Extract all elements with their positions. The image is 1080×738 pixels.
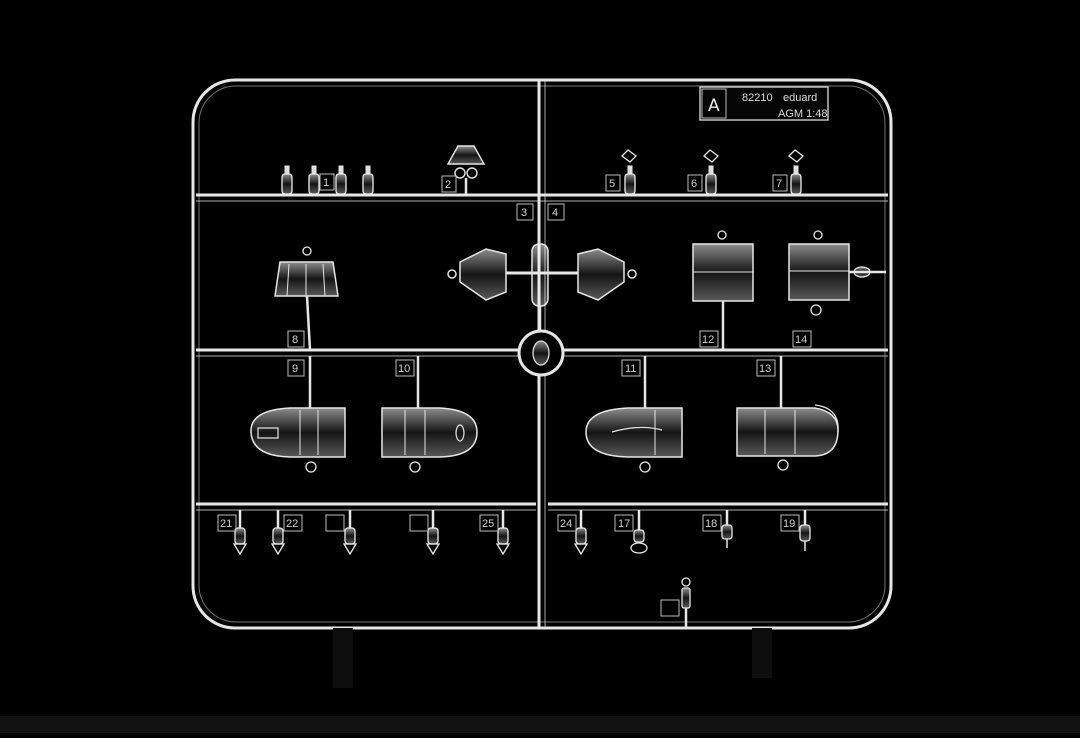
part-14-box bbox=[788, 230, 886, 316]
part-6 bbox=[703, 149, 719, 195]
sprue-letter: A bbox=[708, 96, 720, 116]
part-bottom-center bbox=[681, 577, 691, 628]
part-num-21: 21 bbox=[220, 518, 232, 530]
part-num-5: 5 bbox=[609, 178, 615, 190]
part-19 bbox=[799, 510, 811, 551]
part-10-canopy bbox=[381, 356, 478, 473]
part-number-texts: 1 2 3 4 5 6 7 8 9 10 11 12 13 14 17 18 1… bbox=[220, 177, 807, 530]
part-2-lamp bbox=[446, 145, 486, 195]
part-number-tags bbox=[217, 173, 812, 617]
part-num-11: 11 bbox=[625, 363, 636, 375]
part-8-canopy-shield bbox=[274, 246, 339, 351]
part-num-14: 14 bbox=[795, 334, 807, 346]
photo-stand-shadows bbox=[333, 628, 772, 688]
part-num-17: 17 bbox=[618, 518, 630, 530]
sprue-hub bbox=[517, 329, 565, 377]
part-num-24: 24 bbox=[560, 518, 572, 530]
part-11-canopy bbox=[585, 356, 683, 473]
scale-line: AGM 1:48 bbox=[778, 108, 828, 120]
part-num-19: 19 bbox=[783, 518, 795, 530]
part-num-13: 13 bbox=[759, 363, 771, 375]
part-num-12: 12 bbox=[702, 334, 714, 346]
parts-3-4-windscreens bbox=[447, 243, 637, 330]
bottom-strip bbox=[0, 716, 1080, 733]
part-num-9: 9 bbox=[292, 363, 298, 375]
part-num-22: 22 bbox=[286, 518, 298, 530]
part-num-18: 18 bbox=[705, 518, 717, 530]
middle-lower-parts bbox=[250, 356, 839, 473]
part-num-1: 1 bbox=[323, 177, 329, 189]
part-17 bbox=[630, 510, 648, 554]
part-num-7: 7 bbox=[776, 178, 782, 190]
part-13-canopy bbox=[736, 356, 839, 471]
part-9-canopy bbox=[250, 356, 346, 473]
part-num-6: 6 bbox=[691, 178, 697, 190]
part-num-2: 2 bbox=[445, 179, 451, 191]
part-num-3: 3 bbox=[521, 207, 527, 219]
brand-name: eduard bbox=[783, 92, 817, 104]
part-num-25: 25 bbox=[482, 518, 494, 530]
middle-upper-parts bbox=[274, 230, 886, 351]
sprue-label-plate: A 82210 eduard AGM 1:48 bbox=[699, 86, 829, 121]
part-7 bbox=[788, 149, 804, 195]
part-num-10: 10 bbox=[398, 363, 410, 375]
top-row-parts bbox=[281, 145, 804, 195]
bottom-row-parts bbox=[232, 508, 811, 628]
part-12-box bbox=[692, 230, 754, 350]
part-num-8: 8 bbox=[292, 334, 298, 346]
part-5 bbox=[621, 149, 637, 195]
part-18 bbox=[721, 510, 733, 548]
part-num-4: 4 bbox=[552, 207, 558, 219]
kit-number: 82210 bbox=[742, 92, 773, 104]
